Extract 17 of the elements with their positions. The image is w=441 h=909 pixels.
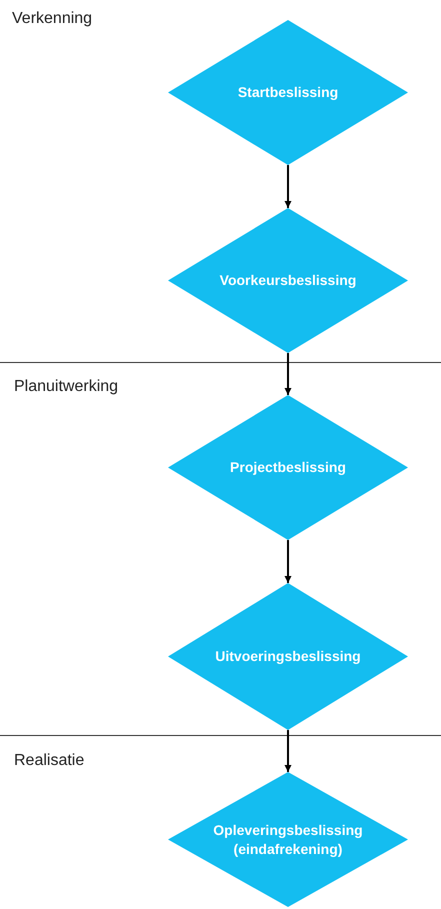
decision-diamond xyxy=(168,20,408,165)
arrow xyxy=(284,730,292,772)
arrow xyxy=(284,353,292,395)
diamond-label: Startbeslissing xyxy=(238,83,338,102)
decision-diamond xyxy=(168,772,408,907)
diamond-label: Uitvoeringsbeslissing xyxy=(215,647,361,666)
arrow xyxy=(284,540,292,583)
phase-label: Planuitwerking xyxy=(14,378,118,396)
decision-diamond xyxy=(168,208,408,353)
decision-diamond xyxy=(168,395,408,540)
arrow xyxy=(284,165,292,208)
diamond-label: Projectbeslissing xyxy=(230,458,346,477)
phase-label: Realisatie xyxy=(14,752,84,770)
diamond-label: Voorkeursbeslissing xyxy=(220,271,356,290)
phase-label: Verkenning xyxy=(12,10,92,28)
diamond-label: Opleveringsbeslissing (eindafrekening) xyxy=(213,821,363,858)
decision-diamond xyxy=(168,583,408,730)
